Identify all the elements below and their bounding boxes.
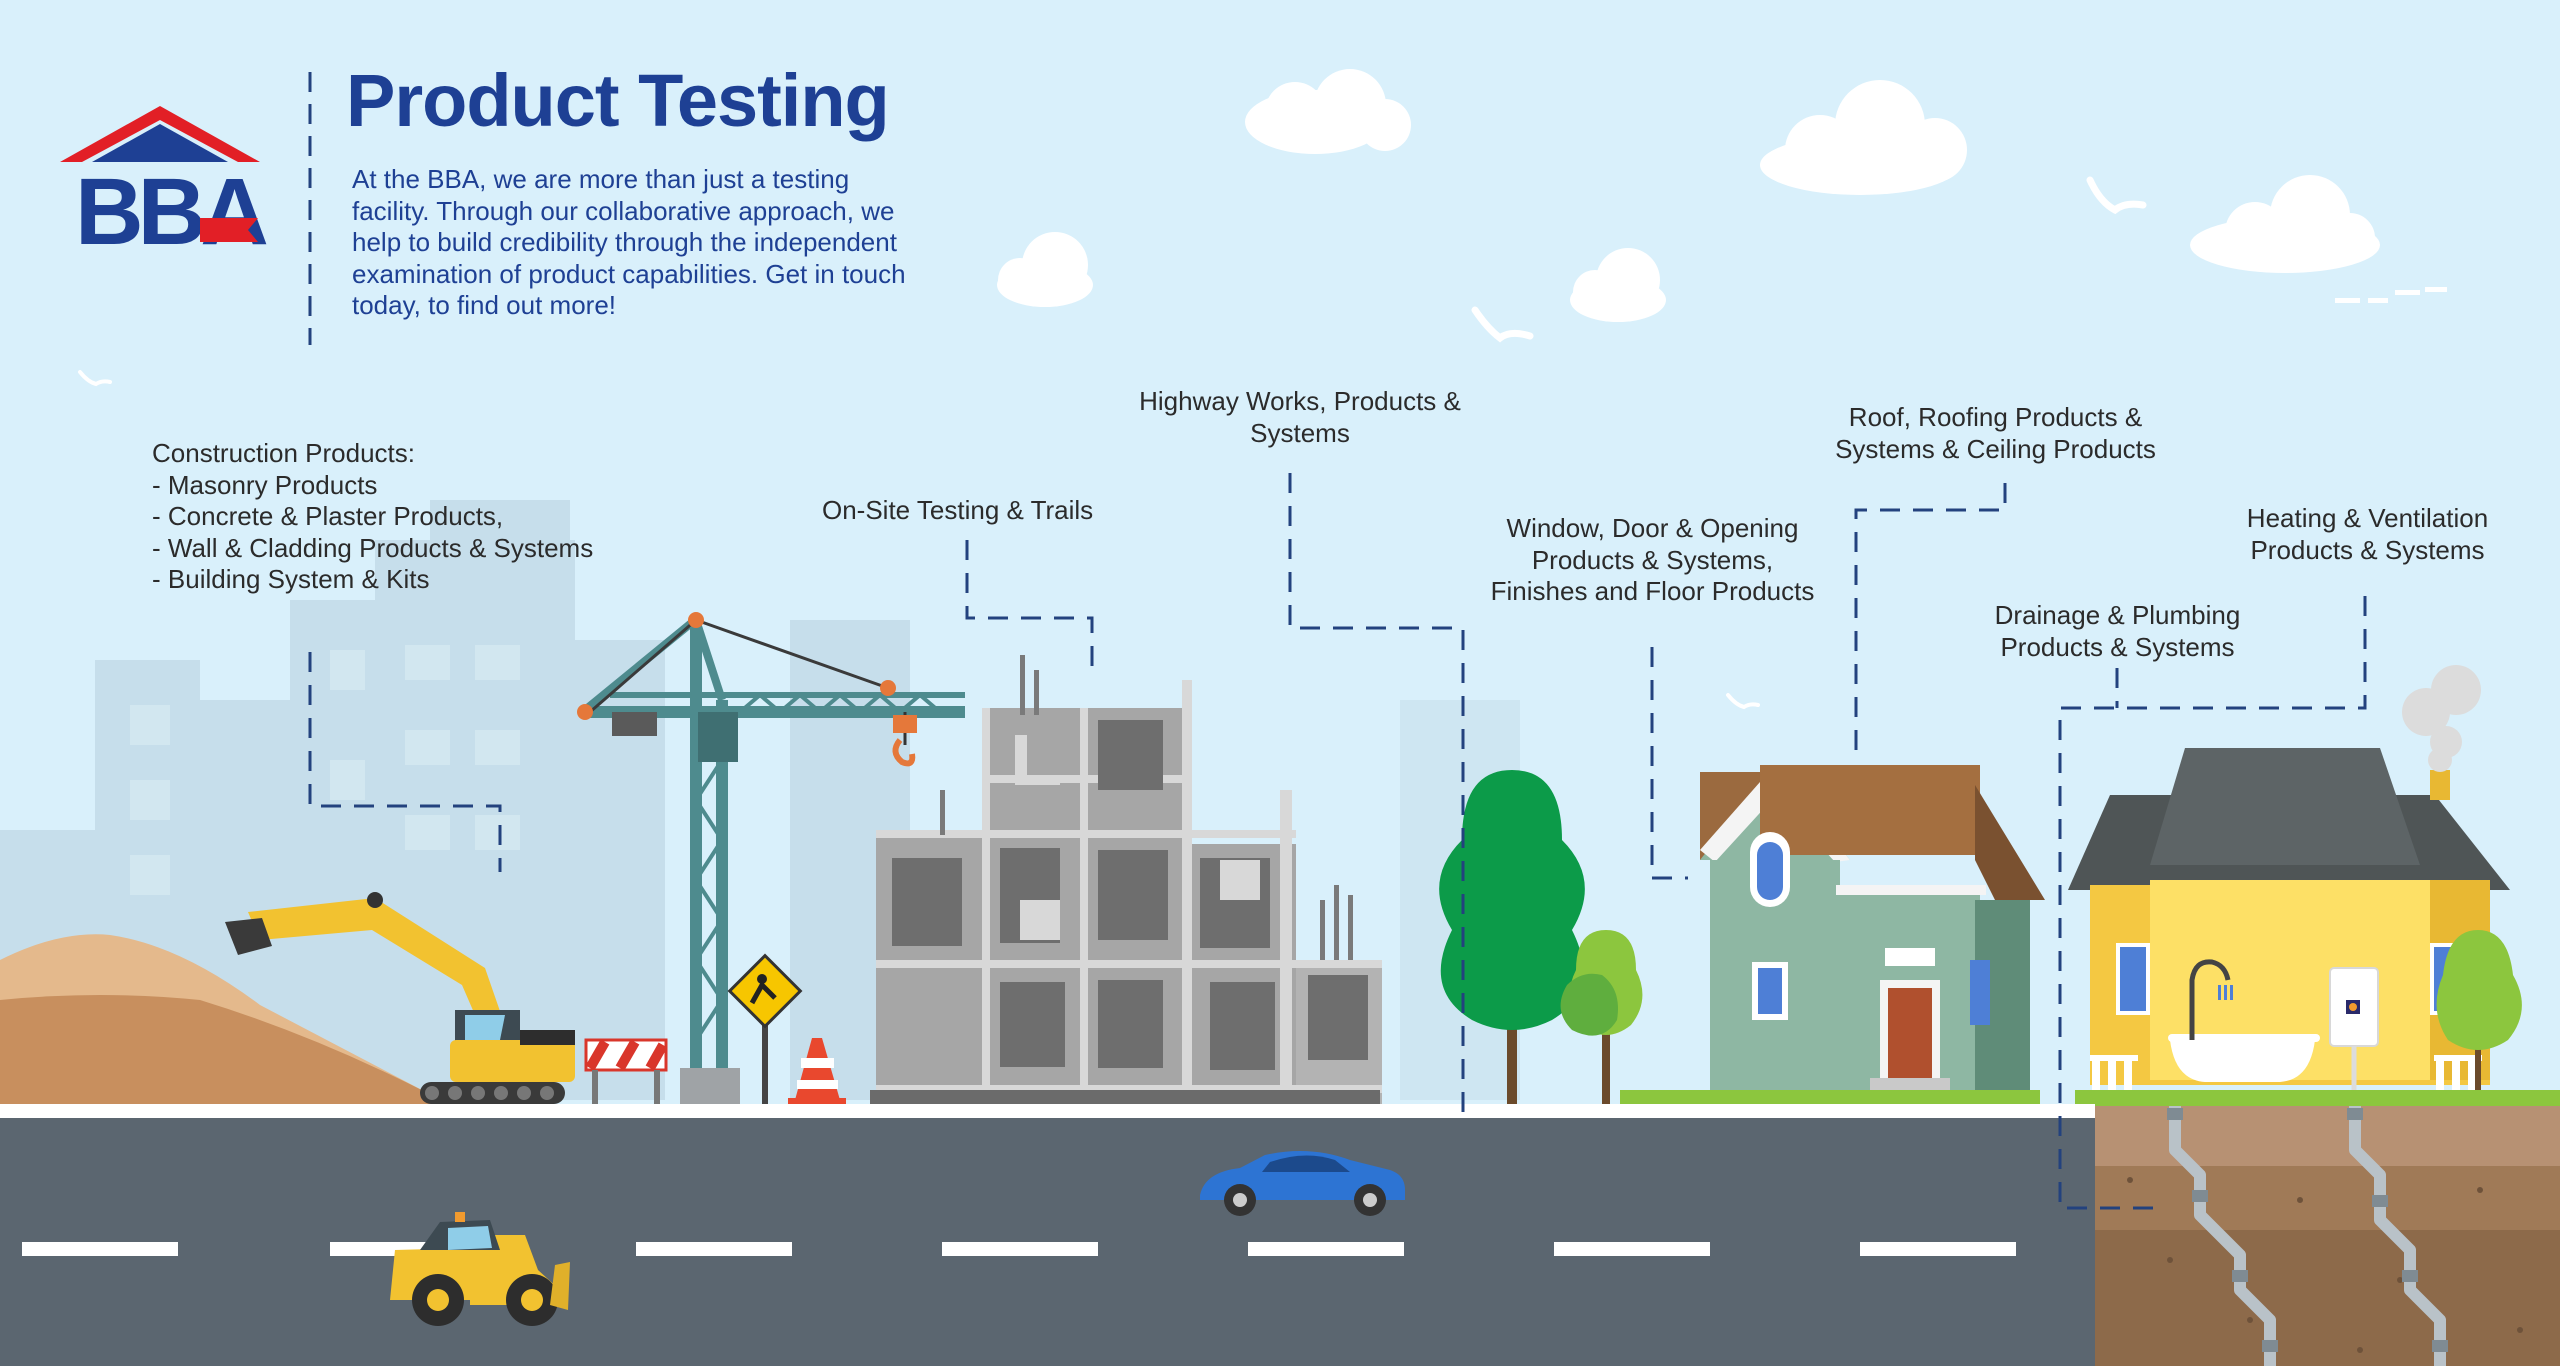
birds [78, 176, 2147, 710]
cloud [997, 232, 1093, 307]
pipe-joints [2167, 1108, 2448, 1352]
blue-car [1200, 1151, 1405, 1216]
cloud [1245, 69, 1411, 154]
bba-logo: BBA [60, 106, 273, 265]
construction-heading: Construction Products: [152, 438, 416, 468]
concrete-frame-building [870, 655, 1382, 1108]
list-item: Masonry Products [152, 470, 593, 502]
leader-roof [1854, 483, 2007, 755]
page-title: Product Testing [346, 59, 890, 142]
label-highway-works: Highway Works, Products & Systems [1139, 386, 1461, 448]
yellow-house [2068, 665, 2560, 1108]
label-onsite-testing: On-Site Testing & Trails [822, 495, 1094, 525]
leader-onsite [965, 540, 1094, 678]
leader-heating [2058, 596, 2367, 1210]
bba-logo-text: BBA [75, 159, 267, 265]
crane-details [577, 612, 917, 1106]
sand-pile [0, 934, 460, 1110]
label-window-door: Window, Door & Opening Products & System… [1490, 513, 1815, 606]
bathtub [2170, 1040, 2315, 1082]
warning-sign [727, 953, 803, 1106]
cloud [1570, 248, 1666, 322]
trees [1439, 770, 1643, 1108]
excavator [225, 892, 575, 1104]
leader-lines [308, 473, 2367, 1210]
traffic-cone [788, 1038, 846, 1106]
underground-soil [2095, 1106, 2560, 1366]
leader-construction [308, 652, 502, 872]
construction-list: Masonry Products Concrete & Plaster Prod… [152, 470, 593, 596]
list-item: Concrete & Plaster Products, [152, 501, 593, 533]
list-item: Wall & Cladding Products & Systems [152, 533, 593, 565]
intro-text: At the BBA, we are more than just a test… [352, 164, 906, 320]
clouds [997, 69, 2447, 322]
label-roof-products: Roof, Roofing Products & Systems & Ceili… [1835, 402, 2156, 464]
wheel-loader [390, 1212, 570, 1326]
pipes [2169, 1106, 2446, 1366]
pavement [0, 1104, 2095, 1118]
green-house [1620, 765, 2045, 1108]
list-item: Building System & Kits [152, 564, 593, 596]
cloud [2190, 175, 2380, 273]
label-heating-ventilation: Heating & Ventilation Products & Systems [2246, 503, 2489, 565]
leader-highway [1288, 473, 1465, 1112]
cloud [1760, 80, 1967, 195]
label-drainage-plumbing: Drainage & Plumbing Products & Systems [1994, 600, 2241, 662]
label-construction-products: Construction Products: Masonry Products … [152, 438, 593, 596]
leader-window [1650, 647, 1688, 880]
road-barrier [584, 1038, 668, 1106]
